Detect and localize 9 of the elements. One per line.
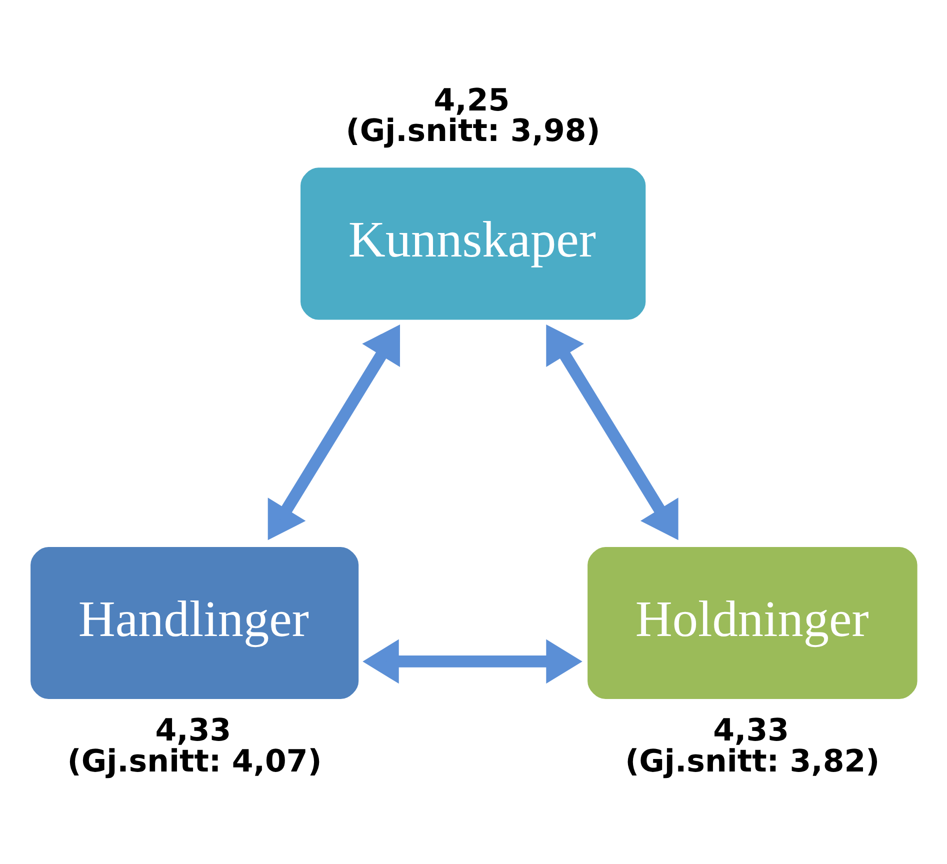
node-label: 4,33	[155, 712, 232, 748]
node-label: 4,33	[713, 712, 790, 748]
node-box: Holdninger	[582, 541, 922, 704]
node-box: Handlinger	[25, 541, 364, 704]
arrow	[546, 324, 678, 540]
node-label: 4,25	[434, 82, 510, 118]
arrow	[268, 324, 400, 540]
arrow	[362, 638, 582, 684]
node-box: Kunnskaper	[295, 162, 651, 324]
